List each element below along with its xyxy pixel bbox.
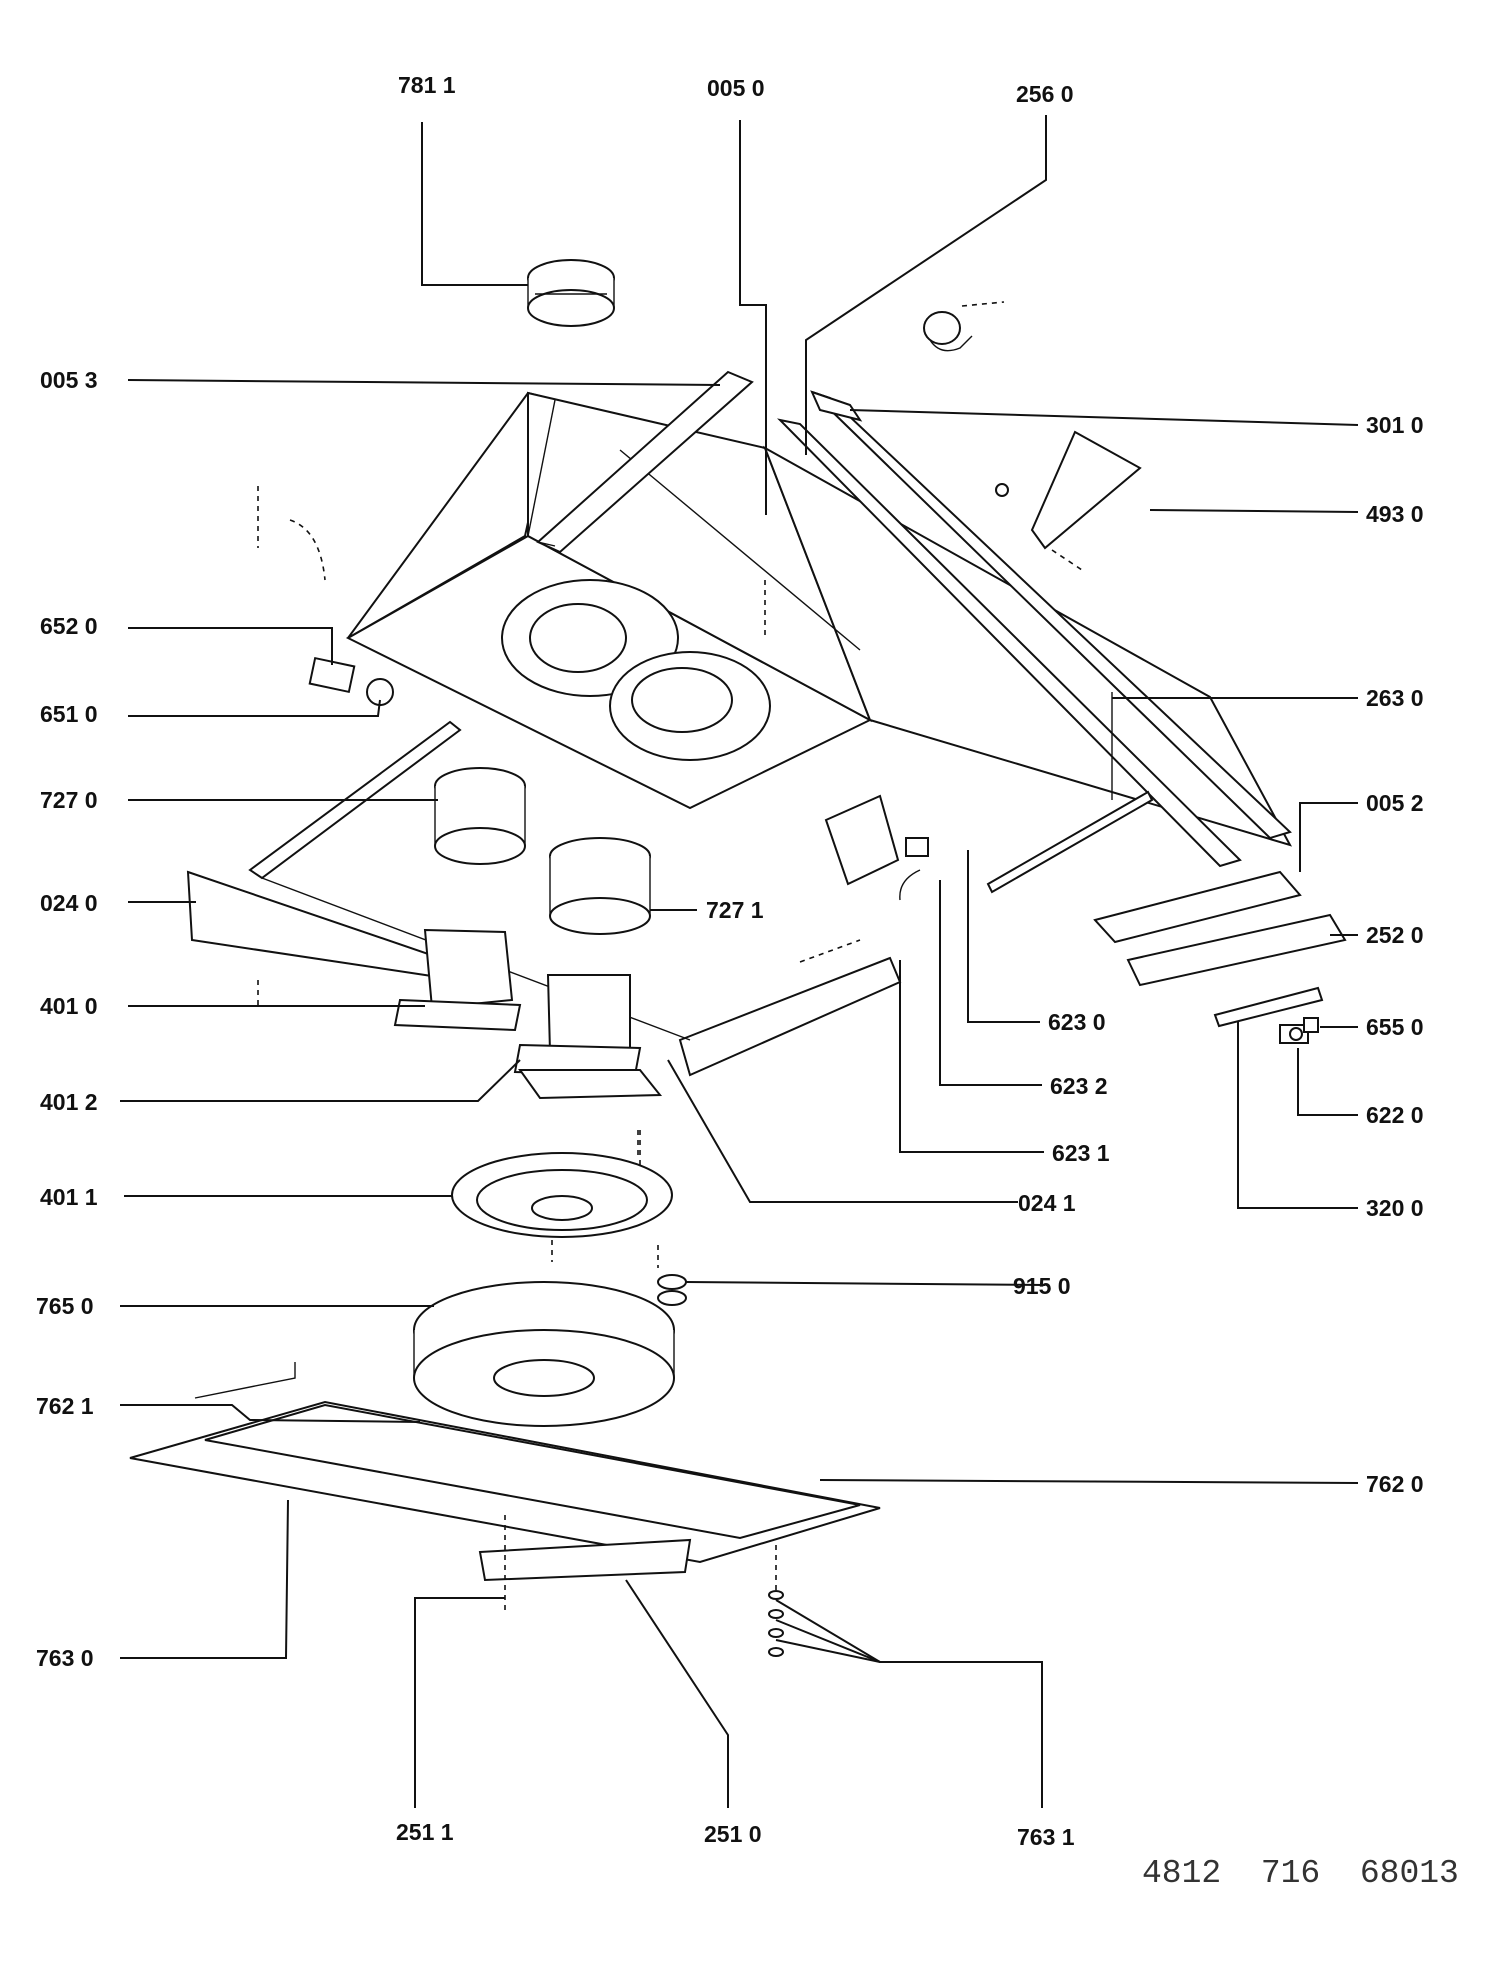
- label-493-0: 493 0: [1366, 501, 1424, 527]
- switch-block: [824, 794, 929, 901]
- handle: [478, 1515, 692, 1610]
- label-763-1: 763 1: [1017, 1824, 1075, 1850]
- cross-bracket: [986, 692, 1154, 894]
- right-side-panel: [776, 391, 1292, 868]
- left-rail: [536, 370, 754, 554]
- fan-wheels: [434, 767, 651, 935]
- label-251-0: 251 0: [704, 1821, 762, 1847]
- label-781-1: 781 1: [398, 72, 456, 98]
- label-005-0: 005 0: [707, 75, 765, 101]
- label-651-0: 651 0: [40, 701, 98, 727]
- label-401-1: 401 1: [40, 1184, 98, 1210]
- lamp-holders: [1279, 1017, 1319, 1044]
- label-762-0: 762 0: [1366, 1471, 1424, 1497]
- document-number: 4812 716 68013: [1142, 1855, 1459, 1892]
- charcoal-filter: [413, 1281, 675, 1427]
- label-005-2: 005 2: [1366, 790, 1424, 816]
- label-024-0: 024 0: [40, 890, 98, 916]
- motor-plate: [451, 1130, 673, 1238]
- label-623-0: 623 0: [1048, 1009, 1106, 1035]
- spacer-ring: [657, 1274, 687, 1306]
- label-915-0: 915 0: [1013, 1273, 1071, 1299]
- label-401-0: 401 0: [40, 993, 98, 1019]
- motors: [393, 928, 663, 1100]
- switch-and-lamp: [257, 486, 394, 706]
- label-655-0: 655 0: [1366, 1014, 1424, 1040]
- bottom-panel: [129, 1362, 881, 1564]
- label-652-0: 652 0: [40, 613, 98, 639]
- label-401-2: 401 2: [40, 1089, 98, 1115]
- label-301-0: 301 0: [1366, 412, 1424, 438]
- label-765-0: 765 0: [36, 1293, 94, 1319]
- label-251-1: 251 1: [396, 1819, 454, 1845]
- label-622-0: 622 0: [1366, 1102, 1424, 1128]
- label-252-0: 252 0: [1366, 922, 1424, 948]
- front-bar: [1093, 870, 1347, 1028]
- label-623-1: 623 1: [1052, 1140, 1110, 1166]
- mounting-clip: [923, 301, 1005, 352]
- label-320-0: 320 0: [1366, 1195, 1424, 1221]
- label-727-0: 727 0: [40, 787, 98, 813]
- part-labels: 781 1 005 0 256 0 005 3 301 0 493 0 652 …: [36, 72, 1424, 1850]
- label-024-1: 024 1: [1018, 1190, 1076, 1216]
- label-256-0: 256 0: [1016, 81, 1074, 107]
- fastener-screws: [768, 1545, 784, 1657]
- label-005-3: 005 3: [40, 367, 98, 393]
- hood-parts-drawing: [129, 259, 1347, 1657]
- lower-frame: [186, 720, 902, 1077]
- label-763-0: 763 0: [36, 1645, 94, 1671]
- top-rail: [810, 390, 863, 422]
- triangular-bracket: [995, 430, 1142, 573]
- leader-lines: [120, 115, 1359, 1808]
- label-727-1: 727 1: [706, 897, 764, 923]
- label-263-0: 263 0: [1366, 685, 1424, 711]
- label-762-1: 762 1: [36, 1393, 94, 1419]
- duct-collar: [527, 259, 615, 327]
- label-623-2: 623 2: [1050, 1073, 1108, 1099]
